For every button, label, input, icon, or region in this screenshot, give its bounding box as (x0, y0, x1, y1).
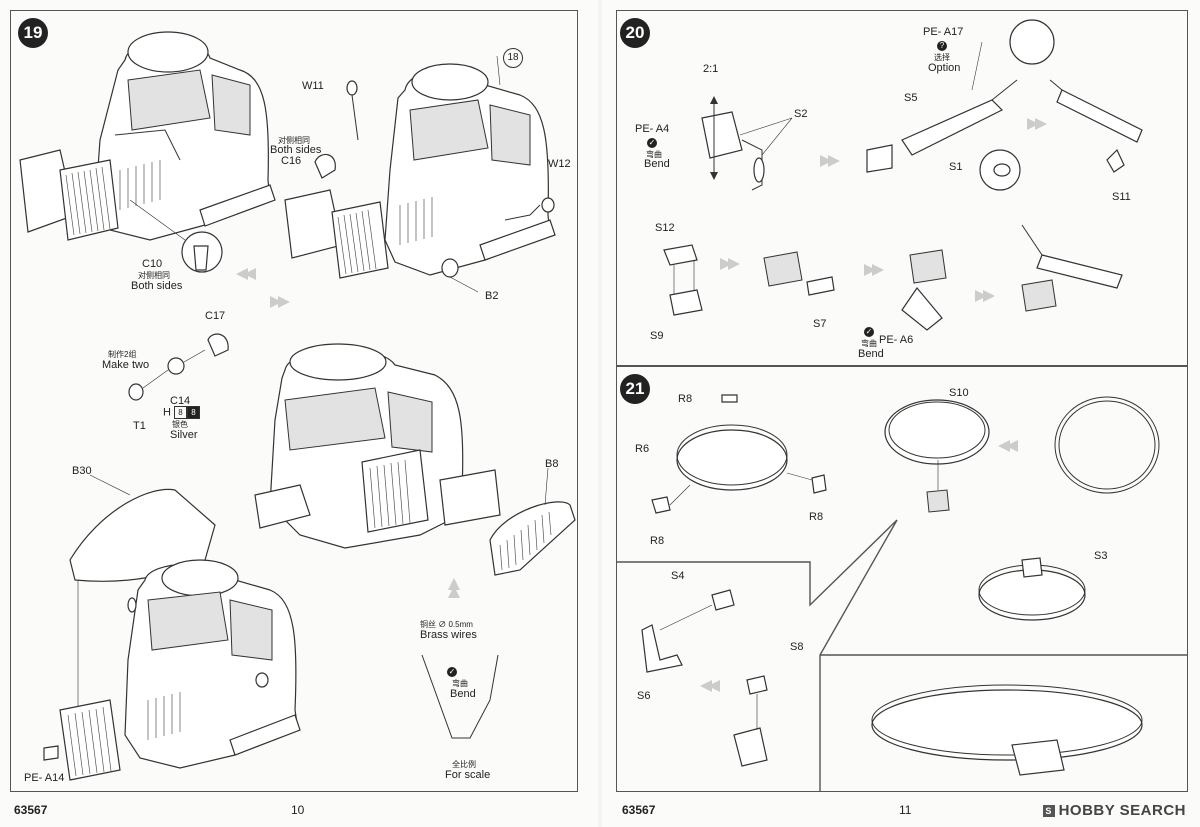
label-C16: C16 (281, 155, 302, 167)
label-bend-cn-2: 弯曲 (861, 339, 877, 348)
cab-drawing-3 (254, 343, 501, 549)
label-S1: S1 (949, 161, 963, 173)
label-W12: W12 (548, 158, 571, 170)
label-PE-A4: PE- A4 (635, 123, 670, 135)
label-S2: S2 (794, 108, 808, 120)
label-S9: S9 (650, 330, 664, 342)
label-S5: S5 (904, 92, 918, 104)
label-silver-cn: 银色 (172, 420, 188, 429)
label-S6: S6 (637, 690, 651, 702)
label-R8-right: R8 (809, 511, 824, 523)
left-page-illustrations (19, 31, 576, 781)
step-number-19: 19 (18, 18, 48, 48)
label-silver-en: Silver (170, 429, 198, 441)
label-bend-cn: 弯曲 (452, 679, 468, 688)
label-R6: R6 (635, 443, 650, 455)
label-option-en: Option (928, 62, 961, 74)
cab-drawing-1 (19, 31, 276, 241)
assembly-arrow-icon (236, 268, 460, 598)
label-bend-en: Bend (450, 688, 476, 700)
step-20-panel (616, 10, 1188, 366)
label-18: 18 (503, 48, 523, 68)
left-page-border (10, 10, 578, 792)
label-make-two-cn: 制作2组 (108, 350, 137, 359)
label-brass-cn: 铜丝 ∅ 0.5mm (420, 620, 473, 629)
label-S3: S3 (1094, 550, 1108, 562)
label-bend-en-1: Bend (644, 158, 670, 170)
label-S11: S11 (1112, 191, 1131, 203)
label-PE-A14: PE- A14 (24, 772, 65, 784)
bend-check-icon: ✓ (447, 667, 457, 677)
label-PE-A6: PE- A6 (879, 334, 914, 346)
label-S12: S12 (655, 222, 675, 234)
label-C14: C14 (170, 395, 191, 407)
label-C17: C17 (205, 310, 226, 322)
step-number-21: 21 (620, 374, 650, 404)
page-number-left: 10 (291, 803, 305, 817)
label-both-sides-cn-1: 对侧相同 (278, 136, 310, 145)
label-bend-en-2: Bend (858, 348, 884, 360)
watermark-icon: S (1042, 805, 1055, 818)
label-T1: T1 (133, 420, 146, 432)
label-S4: S4 (671, 570, 685, 582)
label-scale-cn: 全比例 (452, 760, 476, 769)
label-R8-left: R8 (650, 535, 665, 547)
option-question-icon: ? (937, 39, 947, 51)
step-21-panel (616, 366, 1188, 792)
footer-code-right: 63567 (622, 803, 656, 817)
step-20-arrows (720, 118, 1047, 302)
label-both-sides-en-2: Both sides (131, 280, 183, 292)
left-page: 19 (0, 0, 598, 827)
label-S8: S8 (790, 641, 804, 653)
bend-check-icon-1: ✓ (647, 138, 657, 148)
label-both-sides-en-1: Both sides (270, 144, 322, 156)
label-both-sides-cn-2: 对侧相同 (138, 271, 170, 280)
right-page-illustrations (616, 19, 1188, 792)
label-S7: S7 (813, 318, 827, 330)
step-21-arrows (700, 440, 1018, 692)
label-B8: B8 (545, 458, 559, 470)
bend-check-icon-2: ✓ (864, 327, 874, 337)
paint-chip-8a: 8 (174, 406, 188, 419)
label-brass-en: Brass wires (420, 629, 477, 641)
label-B2: B2 (485, 290, 499, 302)
cab-drawing-2 (284, 55, 556, 293)
label-bend-cn-1: 弯曲 (646, 150, 662, 159)
label-S10: S10 (949, 387, 969, 399)
label-option-cn: 选择 (934, 53, 950, 62)
label-scale-en: For scale (445, 769, 491, 781)
label-ratio: 2:1 (703, 63, 719, 75)
label-C10: C10 (142, 258, 163, 270)
step-number-20: 20 (620, 18, 650, 48)
label-make-two-en: Make two (102, 359, 150, 371)
paint-chip-8b: 8 (187, 406, 201, 419)
page-number-right: 11 (899, 803, 912, 817)
footer-code-left: 63567 (14, 803, 48, 817)
label-W11: W11 (302, 80, 324, 92)
label-B30: B30 (72, 465, 92, 477)
label-PE-A17: PE- A17 (923, 26, 964, 38)
label-R8-top: R8 (678, 393, 693, 405)
right-page: 20 21 (602, 0, 1200, 827)
cab-drawing-4 (59, 559, 301, 781)
